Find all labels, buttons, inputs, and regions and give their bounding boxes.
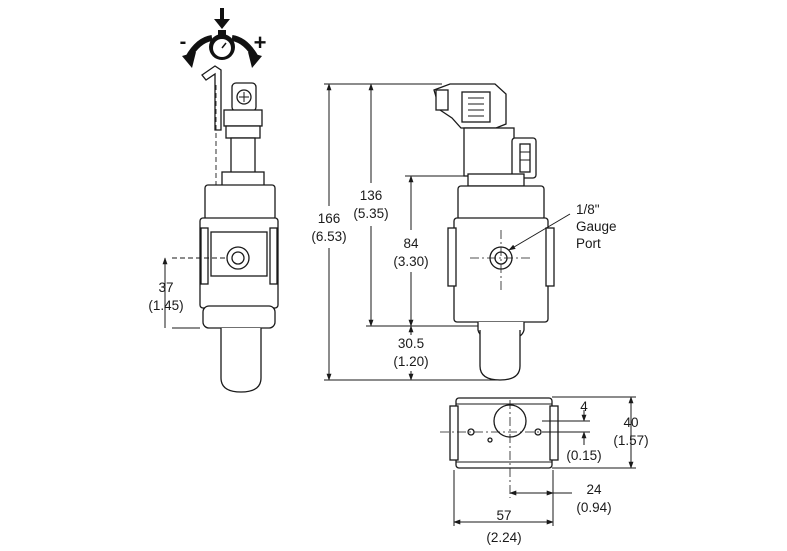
plus-sign: + xyxy=(254,30,267,55)
adjustment-knob-icon: - + xyxy=(180,8,267,68)
dim-24-mm: 24 xyxy=(586,482,602,497)
dim-84-inch: (3.30) xyxy=(393,254,428,269)
dim-37-inch: (1.45) xyxy=(148,298,183,313)
dim-37-mm: 37 xyxy=(158,280,173,295)
dim-24-inch: (0.94) xyxy=(576,500,611,515)
dim-4-inch: (0.15) xyxy=(566,448,601,463)
dim-136-inch: (5.35) xyxy=(353,206,388,221)
dim-84-mm: 84 xyxy=(403,236,419,251)
top-view-bottom: 40 (1.57) 4 (0.15) 24 (0.94) 57 (2.24) xyxy=(440,396,649,545)
callout-line2: Gauge xyxy=(576,219,617,234)
front-view-right: 1/8" Gauge Port 166 (6.53) 136 (5.35) 84… xyxy=(311,83,617,381)
callout-line3: Port xyxy=(576,236,601,251)
minus-sign: - xyxy=(180,31,187,53)
dim-166-mm: 166 xyxy=(318,211,341,226)
callout-line1: 1/8" xyxy=(576,202,600,217)
dim-57-inch: (2.24) xyxy=(486,530,521,545)
dim-40-mm: 40 xyxy=(623,415,638,430)
dim-40-inch: (1.57) xyxy=(613,433,648,448)
side-view-left: 37 (1.45) xyxy=(148,65,279,393)
dim-30-5-mm: 30.5 xyxy=(398,336,424,351)
hex-key xyxy=(201,65,222,131)
dim-166-inch: (6.53) xyxy=(311,229,346,244)
dim-4-mm: 4 xyxy=(580,399,588,414)
dim-30-5-inch: (1.20) xyxy=(393,354,428,369)
dim-136-mm: 136 xyxy=(360,188,383,203)
dim-57-mm: 57 xyxy=(496,508,511,523)
